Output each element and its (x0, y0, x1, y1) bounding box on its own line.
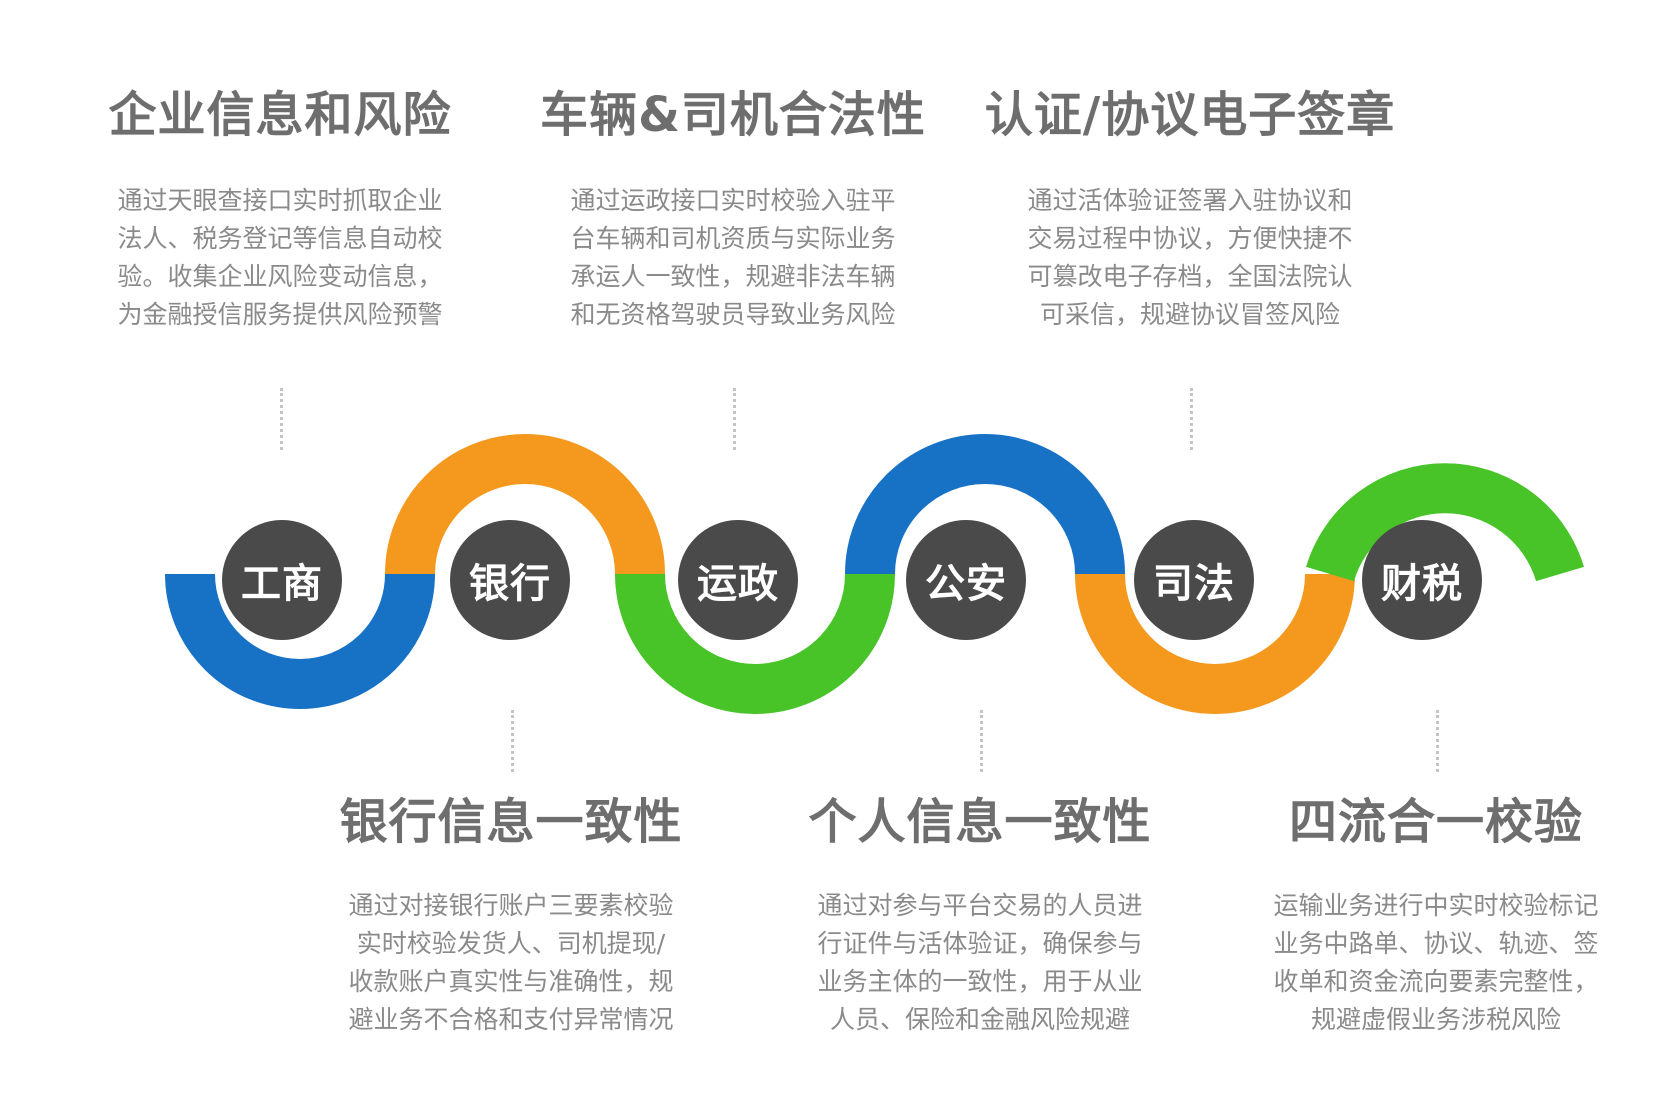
bottom-item-desc-3: 运输业务进行中实时校验标记业务中路单、协议、轨迹、签收单和资金流向要素完整性，规… (1273, 891, 1599, 1034)
connector-top-2 (733, 388, 736, 450)
connector-bottom-3 (1436, 710, 1439, 772)
bottom-item-title-3: 四流合一校验 (1288, 794, 1583, 850)
top-item-desc-1: 通过天眼查接口实时抓取企业法人、税务登记等信息自动校验。收集企业风险变动信息，为… (117, 186, 443, 329)
top-item-title-1: 企业信息和风险 (108, 87, 452, 143)
node-caishui: 财税 (1362, 520, 1482, 640)
wave-arc-green-2 (1306, 463, 1584, 582)
connector-bottom-2 (980, 710, 983, 772)
connector-bottom-1 (511, 710, 514, 772)
top-item-title-3: 认证/协议电子签章 (984, 87, 1396, 143)
top-item-desc-3: 通过活体验证签署入驻协议和交易过程中协议，方便快捷不可篡改电子存档，全国法院认可… (1027, 186, 1353, 329)
node-sifa: 司法 (1134, 520, 1254, 640)
wave-arc-orange-2 (1075, 573, 1355, 714)
bottom-item-desc-1: 通过对接银行账户三要素校验实时校验发货人、司机提现/收款账户真实性与准确性，规避… (348, 891, 674, 1034)
node-yunzheng: 运政 (678, 520, 798, 640)
node-gongshang: 工商 (222, 520, 342, 640)
bottom-item-title-1: 银行信息一致性 (339, 794, 683, 850)
wave-arc-blue-2 (845, 434, 1125, 575)
bottom-item-title-2: 个人信息一致性 (808, 794, 1152, 850)
node-yinhang: 银行 (450, 520, 570, 640)
connector-top-3 (1190, 388, 1193, 450)
top-item-title-2: 车辆&司机合法性 (540, 87, 926, 143)
wave-arc-blue-1 (165, 573, 435, 709)
connector-top-1 (280, 388, 283, 450)
node-gongan: 公安 (906, 520, 1026, 640)
top-item-desc-2: 通过运政接口实时校验入驻平台车辆和司机资质与实际业务承运人一致性，规避非法车辆和… (570, 186, 896, 329)
wave-arc-orange-1 (385, 434, 665, 575)
wave-arc-green-1 (615, 573, 895, 714)
bottom-item-desc-2: 通过对参与平台交易的人员进行证件与活体验证，确保参与业务主体的一致性，用于从业人… (817, 891, 1143, 1034)
